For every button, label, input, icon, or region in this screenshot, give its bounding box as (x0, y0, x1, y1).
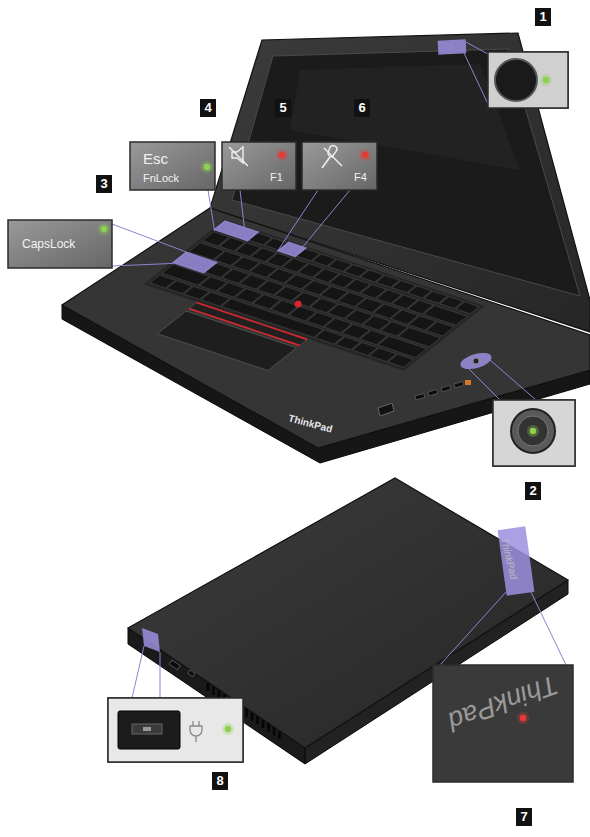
key-legend: CapsLock (22, 237, 75, 251)
camera-lens (495, 59, 537, 101)
indicator-light (520, 715, 526, 721)
power-connector (143, 727, 151, 731)
port (454, 382, 464, 388)
trackpad (158, 311, 297, 371)
key-legend: F1 (270, 171, 283, 183)
keycap-zoom (222, 142, 296, 190)
vent-slot (218, 690, 221, 698)
zoom-box (493, 400, 575, 466)
callout-number: 2 (525, 482, 541, 500)
indicator-glow (276, 149, 288, 161)
indicator-light (279, 152, 285, 158)
leader-line (464, 53, 488, 104)
key-legend: FnLock (143, 172, 179, 184)
keycap-zoom (8, 220, 112, 268)
zoom-box (108, 698, 243, 762)
leader-line (530, 590, 566, 665)
highlight (498, 526, 535, 595)
indicator-light (543, 77, 549, 83)
key-legend: Esc (143, 150, 168, 167)
zoom-box (493, 400, 575, 466)
leader-line (112, 224, 215, 263)
vent-slot (245, 709, 248, 717)
indicator-light (362, 152, 368, 158)
highlight (213, 220, 260, 241)
key (388, 354, 413, 367)
power-connector (132, 724, 162, 734)
callout-number: 4 (200, 99, 216, 117)
keyboard (144, 219, 485, 370)
leader-line (240, 190, 246, 241)
vent-slot (212, 687, 215, 695)
power-button (473, 358, 479, 364)
key-legend: F4 (354, 171, 367, 183)
leader-line (464, 41, 488, 54)
zoom-box (488, 52, 568, 108)
port (465, 380, 471, 385)
key (456, 302, 480, 314)
mic-mute-icon (322, 157, 330, 168)
key (426, 322, 454, 336)
leader-line (132, 646, 144, 698)
callout-number: 5 (275, 99, 291, 117)
indicator-glow (527, 425, 539, 437)
vent-slot (262, 720, 265, 728)
callout-number: 7 (516, 808, 532, 826)
leader-line (466, 366, 500, 400)
port (441, 386, 451, 392)
vent-slot (256, 716, 259, 724)
vent-slot (278, 731, 281, 739)
leader-line (490, 360, 536, 400)
callout-number: 3 (96, 175, 112, 193)
zoom-box (488, 52, 568, 108)
leader-line (160, 652, 161, 698)
indicator-glow (222, 723, 234, 735)
highlight (438, 39, 467, 54)
indicator-glow (359, 149, 371, 161)
leader-line (294, 190, 350, 257)
port (415, 394, 425, 400)
keycap-zoom (302, 142, 377, 190)
leader-line (208, 190, 215, 230)
power-button-zoom (518, 416, 548, 446)
zoom-box (108, 698, 243, 762)
highlight (459, 350, 494, 372)
vent-slot (251, 713, 254, 721)
leader-line (440, 592, 506, 665)
indicator-glow (201, 161, 213, 173)
trackpoint (295, 301, 302, 308)
port (188, 670, 195, 677)
mic-mute-icon (328, 146, 337, 157)
vent-slot (207, 683, 210, 691)
port (428, 390, 438, 396)
power-connector (118, 711, 180, 749)
highlight (142, 628, 160, 652)
leader-line (277, 190, 318, 251)
callout-number: 8 (212, 772, 228, 790)
usb-port (169, 660, 180, 670)
keyboard-well (144, 219, 485, 370)
mic-mute-icon (324, 148, 342, 166)
callout-number: 1 (535, 8, 551, 26)
indicator-light (225, 726, 231, 732)
power-button-zoom (511, 409, 555, 453)
vent-slot (267, 724, 270, 732)
fingerprint-reader (378, 403, 394, 416)
laptop-lid (210, 33, 590, 332)
plug-icon (190, 721, 202, 742)
zoom-box (433, 665, 573, 782)
keycap-zoom (130, 142, 215, 190)
highlight (277, 241, 308, 257)
mute-icon (229, 147, 248, 166)
indicator-glow (540, 74, 552, 86)
indicator-light (101, 226, 107, 232)
callout-number: 6 (354, 99, 370, 117)
indicator-light (204, 164, 210, 170)
indicator-light (530, 428, 536, 434)
leader-line (112, 263, 173, 266)
indicator-glow (98, 223, 110, 235)
indicator-glow (517, 712, 529, 724)
vent-slot (273, 727, 276, 735)
